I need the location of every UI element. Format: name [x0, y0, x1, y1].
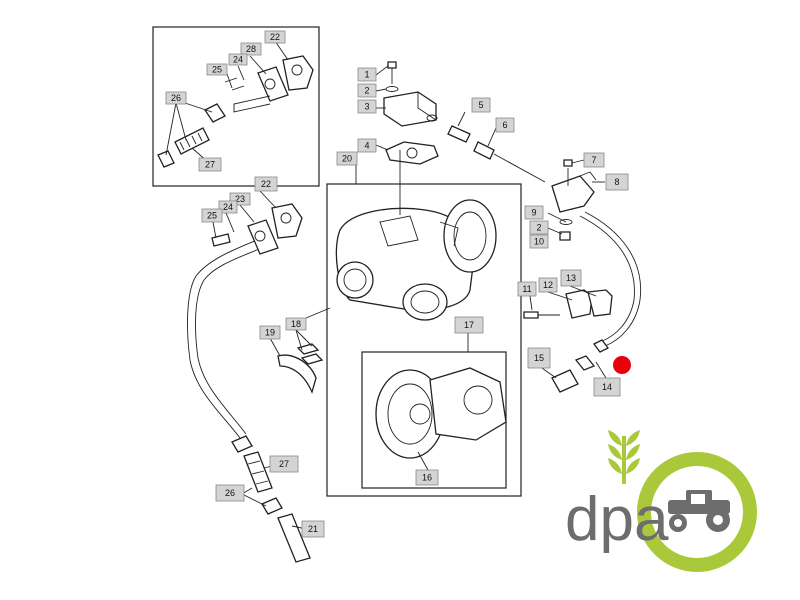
svg-text:2: 2: [364, 86, 369, 96]
svg-text:20: 20: [342, 154, 352, 164]
callout-1: 1: [357, 67, 377, 82]
hose-clamp-upper: [231, 435, 253, 453]
svg-text:8: 8: [614, 177, 619, 187]
svg-text:2: 2: [536, 223, 541, 233]
callout-10: 10: [529, 234, 549, 249]
svg-text:28: 28: [246, 44, 256, 54]
svg-text:22: 22: [270, 32, 280, 42]
callout-24-top: 24: [228, 53, 248, 66]
svg-text:13: 13: [566, 273, 576, 283]
svg-text:9: 9: [531, 208, 536, 218]
svg-text:21: 21: [308, 524, 318, 534]
tractor-icon: [668, 490, 730, 532]
callout-2-top: 2: [357, 83, 377, 98]
callout-14: 14: [593, 377, 621, 397]
callout-15: 15: [527, 347, 551, 369]
callout-8: 8: [605, 173, 629, 191]
callout-2-right: 2: [529, 220, 549, 235]
wheat-icon: [608, 430, 640, 484]
svg-text:6: 6: [502, 120, 507, 130]
svg-text:14: 14: [602, 382, 612, 392]
highlight-marker: [613, 356, 631, 374]
svg-text:27: 27: [205, 160, 215, 170]
callout-21: 21: [301, 520, 325, 538]
svg-text:5: 5: [478, 100, 483, 110]
svg-text:25: 25: [207, 211, 217, 221]
svg-text:11: 11: [522, 284, 531, 294]
svg-text:3: 3: [364, 102, 369, 112]
callout-26-bottom: 26: [215, 484, 245, 502]
callout-18: 18: [285, 317, 307, 331]
svg-text:26: 26: [225, 488, 235, 498]
turbo-cartridge: [375, 367, 507, 459]
svg-text:25: 25: [212, 65, 222, 75]
callout-5: 5: [471, 97, 491, 113]
inset-frame-top-left: [152, 26, 320, 187]
callout-25-top: 25: [206, 63, 228, 76]
callout-27-top: 27: [198, 157, 222, 172]
heat-shield-left: [277, 354, 317, 394]
svg-text:24: 24: [223, 202, 233, 212]
svg-text:1: 1: [364, 70, 369, 80]
callout-3: 3: [357, 99, 377, 114]
svg-text:7: 7: [591, 155, 596, 165]
svg-text:26: 26: [171, 93, 181, 103]
svg-text:15: 15: [534, 353, 544, 363]
callout-13: 13: [560, 269, 582, 287]
svg-text:27: 27: [279, 459, 289, 469]
callout-19: 19: [259, 325, 281, 340]
dpa-logo: dpa: [565, 430, 757, 572]
svg-text:12: 12: [543, 280, 553, 290]
sensor-fitting: [447, 125, 471, 143]
oil-return-pipe: [187, 237, 263, 439]
turbocharger: [335, 199, 497, 321]
oil-feed-line: [584, 211, 642, 347]
svg-text:17: 17: [464, 320, 474, 330]
callout-6: 6: [495, 117, 515, 133]
callout-22-mid: 22: [254, 176, 278, 192]
bolt-and-bracket: [383, 61, 438, 127]
callout-25-mid: 25: [201, 208, 223, 223]
svg-text:24: 24: [233, 55, 243, 65]
callout-4: 4: [357, 138, 377, 153]
svg-text:22: 22: [261, 179, 271, 189]
callout-17: 17: [454, 316, 484, 334]
callout-22-top: 22: [264, 30, 286, 44]
svg-text:19: 19: [265, 328, 275, 338]
clip-bracket: [551, 175, 595, 213]
svg-text:18: 18: [291, 319, 301, 329]
callout-20: 20: [336, 151, 358, 166]
callout-7: 7: [583, 152, 605, 168]
callout-11: 11: [517, 281, 537, 297]
svg-text:4: 4: [364, 141, 369, 151]
svg-text:16: 16: [422, 473, 432, 483]
svg-text:10: 10: [534, 237, 544, 247]
callout-9: 9: [524, 205, 544, 220]
callout-28: 28: [240, 42, 262, 56]
inset-flange-assembly: [157, 55, 314, 168]
return-fitting: [277, 513, 311, 563]
callout-12: 12: [538, 277, 558, 293]
callout-24-mid: 24: [218, 200, 238, 214]
callout-16: 16: [415, 469, 439, 486]
turbo-assembly-frame: [326, 183, 522, 497]
return-hose: [243, 451, 273, 493]
oil-fitting: [551, 369, 579, 393]
callout-26-top: 26: [165, 91, 187, 105]
svg-text:23: 23: [235, 194, 245, 204]
callout-27-bottom: 27: [269, 455, 299, 473]
svg-text:dpa: dpa: [565, 485, 669, 554]
gasket: [385, 141, 439, 165]
pipe-flange: [247, 219, 279, 255]
hose-clamp-lower: [261, 497, 283, 515]
